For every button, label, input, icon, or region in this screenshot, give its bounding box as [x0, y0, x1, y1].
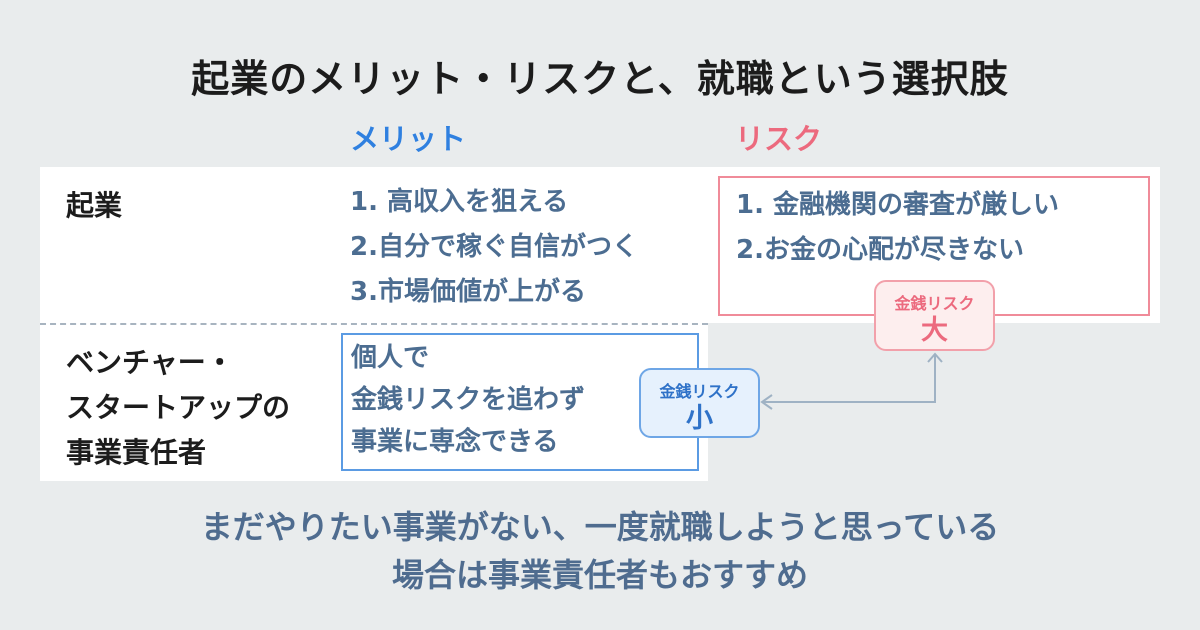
badge-value: 大: [921, 315, 948, 346]
venture-row-panel: [40, 323, 708, 481]
list-item: 事業に専念できる: [351, 427, 559, 457]
row-label-startup: 起業: [66, 189, 123, 222]
badge-value: 小: [686, 403, 713, 434]
list-item: 1. 金融機関の審査が厳しい: [736, 190, 1060, 220]
bottom-message: まだやりたい事業がない、一度就職しようと思っている 場合は事業責任者もおすすめ: [0, 503, 1200, 599]
risk-header: リスク: [735, 122, 823, 156]
page-title: 起業のメリット・リスクと、就職という選択肢: [191, 57, 1009, 101]
list-item: 個人で: [351, 343, 430, 373]
badge-label: 金銭リスク: [894, 294, 975, 313]
startup-merit-list: 1. 高収入を狙える 2.自分で稼ぐ自信がつく 3.市場価値が上がる: [350, 180, 638, 315]
list-item: 金銭リスクを追わず: [351, 385, 586, 415]
risk-small-badge: 金銭リスク 小: [639, 368, 760, 438]
badge-label: 金銭リスク: [659, 382, 740, 401]
row-label-line: ベンチャー・: [66, 346, 234, 379]
list-item: 2.お金の心配が尽きない: [736, 235, 1024, 265]
row-label-line: 事業責任者: [66, 436, 207, 469]
row-divider: [40, 323, 708, 325]
row-label-venture: ベンチャー・ スタートアップの 事業責任者: [66, 340, 290, 475]
list-item: 1. 高収入を狙える: [350, 187, 569, 217]
bottom-line: 場合は事業責任者もおすすめ: [391, 556, 808, 594]
venture-merit-box: 個人で 金銭リスクを追わず 事業に専念できる: [341, 333, 699, 471]
list-item: 3.市場価値が上がる: [350, 277, 586, 307]
risk-big-badge: 金銭リスク 大: [874, 280, 995, 351]
list-item: 2.自分で稼ぐ自信がつく: [350, 232, 638, 262]
bottom-line: まだやりたい事業がない、一度就職しようと思っている: [200, 508, 1000, 546]
merit-header: メリット: [350, 122, 467, 156]
row-label-line: スタートアップの: [66, 391, 291, 424]
